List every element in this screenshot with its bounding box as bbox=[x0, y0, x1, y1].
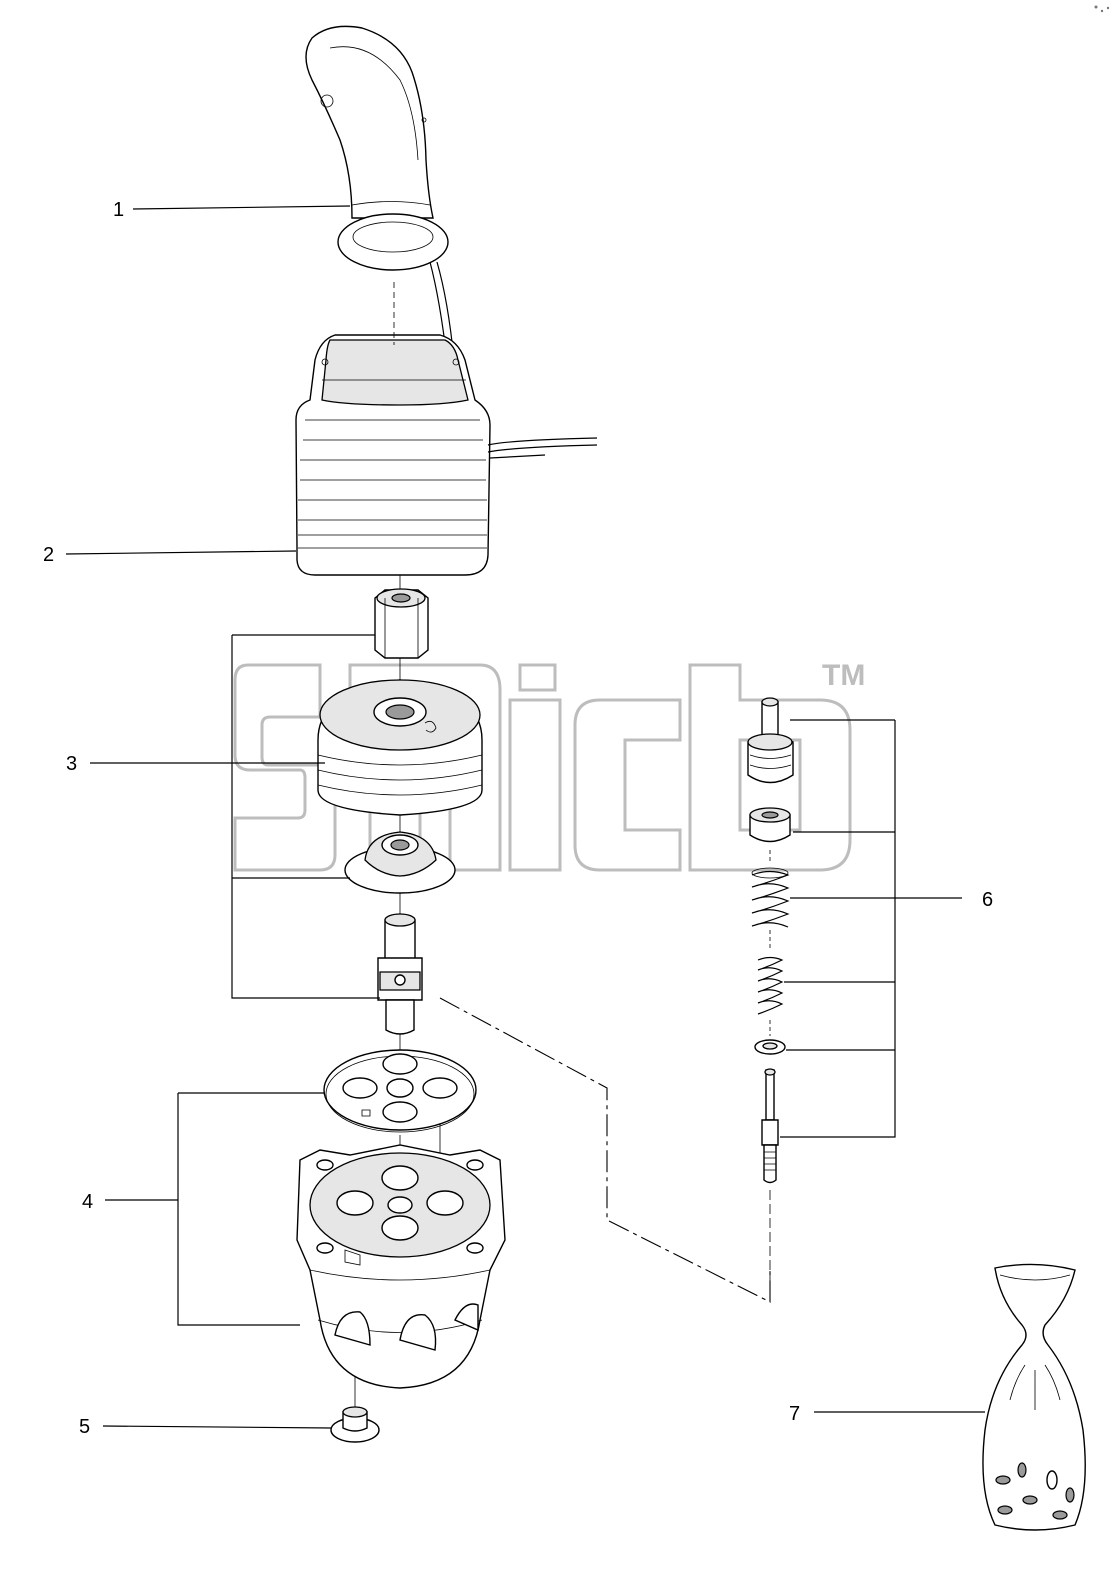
watermark-trademark: TM bbox=[822, 659, 865, 692]
guide-plate bbox=[344, 831, 456, 894]
callout-2: 2 bbox=[43, 544, 54, 566]
plug bbox=[330, 1406, 380, 1443]
gasket bbox=[323, 1049, 477, 1133]
valve-cartridge bbox=[747, 697, 794, 784]
spring-seat bbox=[749, 807, 791, 843]
callout-6: 6 bbox=[982, 889, 993, 911]
cover-housing bbox=[317, 679, 483, 816]
spool bbox=[761, 1068, 779, 1184]
callout-5: 5 bbox=[79, 1416, 90, 1438]
rubber-boot bbox=[295, 334, 598, 576]
callout-1: 1 bbox=[113, 199, 124, 221]
callout-7: 7 bbox=[789, 1403, 800, 1425]
universal-joint bbox=[377, 913, 423, 1035]
washer bbox=[754, 1039, 786, 1055]
grease-bag bbox=[982, 1263, 1086, 1531]
callout-3: 3 bbox=[66, 753, 77, 775]
handle-grip bbox=[305, 25, 455, 361]
nut bbox=[374, 588, 429, 659]
leader-lines bbox=[65, 205, 985, 1429]
callout-4: 4 bbox=[82, 1191, 93, 1213]
metering-spring bbox=[757, 956, 784, 1015]
return-spring bbox=[751, 867, 790, 928]
watermark-logo: TM bbox=[233, 659, 865, 872]
valve-base bbox=[296, 1144, 506, 1389]
corner-mark bbox=[1094, 5, 1110, 13]
